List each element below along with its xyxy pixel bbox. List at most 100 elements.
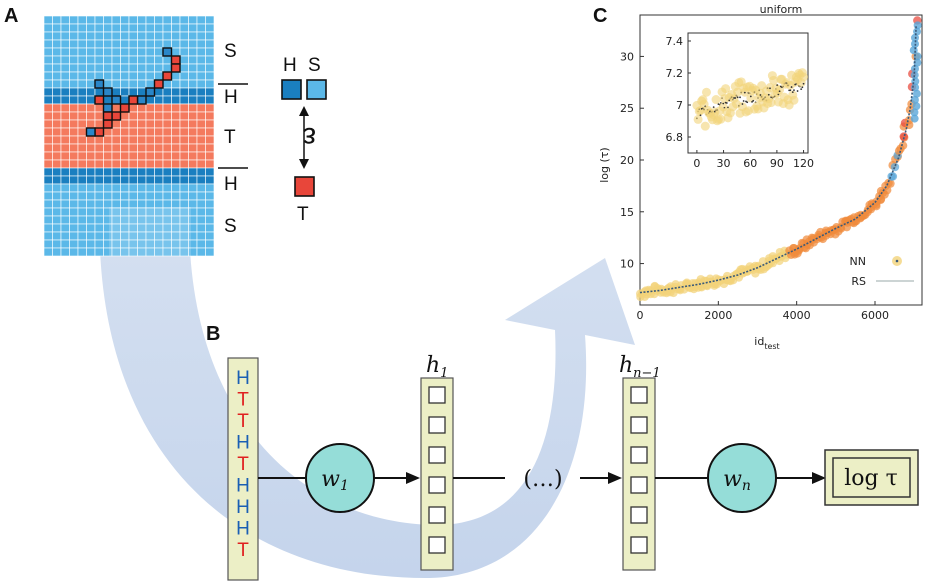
sequence-letter: T <box>237 411 249 432</box>
lattice-cell <box>94 191 104 201</box>
lattice-cell <box>179 87 189 97</box>
hidden-unit <box>428 416 446 434</box>
lattice-cell <box>111 103 121 113</box>
lattice-cell <box>205 175 215 185</box>
lattice-cell <box>179 31 189 41</box>
lattice-cell <box>179 191 189 201</box>
nn-point <box>890 162 900 172</box>
lattice-cell <box>86 103 96 113</box>
lattice-cell <box>103 135 113 145</box>
lattice-cell <box>145 135 155 145</box>
spin-lattice-grid <box>43 15 215 257</box>
lattice-cell <box>154 39 164 49</box>
lattice-cell <box>196 143 206 153</box>
lattice-cell <box>205 183 215 193</box>
lattice-cell <box>188 135 198 145</box>
lattice-cell <box>94 167 104 177</box>
lattice-cell <box>86 63 96 73</box>
lattice-cell <box>179 127 189 137</box>
lattice-cell <box>179 143 189 153</box>
lattice-cell <box>188 63 198 73</box>
lattice-cell <box>52 15 62 25</box>
path-monomer-t <box>94 127 105 137</box>
lattice-cell <box>145 31 155 41</box>
lattice-cell <box>77 247 87 257</box>
lattice-cell <box>86 151 96 161</box>
lattice-cell <box>120 55 130 65</box>
legend-s-text: S <box>308 55 321 76</box>
lattice-cell <box>60 247 70 257</box>
lattice-cell <box>69 223 79 233</box>
lattice-cell <box>196 39 206 49</box>
lattice-cell <box>137 47 147 57</box>
lattice-cell <box>111 199 121 209</box>
sequence-letter: H <box>236 497 250 518</box>
y-tick-label: 25 <box>620 102 634 115</box>
row-labels: S H T H S <box>218 41 248 237</box>
lattice-cell <box>43 231 53 241</box>
row-label-s-top: S <box>224 41 237 62</box>
lattice-cell <box>86 207 96 217</box>
inset-rs-point <box>759 94 762 96</box>
lattice-cell <box>205 191 215 201</box>
inset-rs-point <box>801 86 804 89</box>
lattice-cell <box>145 63 155 73</box>
lattice-cell <box>120 39 130 49</box>
lattice-cell <box>205 223 215 233</box>
lattice-cell <box>171 31 181 41</box>
nn-point <box>912 89 921 98</box>
lattice-cell <box>86 79 96 89</box>
sequence-letter: H <box>236 519 250 540</box>
lattice-cell <box>188 175 198 185</box>
lattice-cell <box>60 143 70 153</box>
lattice-cell <box>145 183 155 193</box>
lattice-cell <box>137 71 147 81</box>
lattice-cell <box>111 87 121 97</box>
lattice-cell <box>137 103 147 113</box>
lattice-cell <box>196 95 206 105</box>
lattice-cell <box>205 47 215 57</box>
lattice-cell <box>188 199 198 209</box>
lattice-cell <box>145 175 155 185</box>
lattice-cell <box>120 183 130 193</box>
lattice-cell <box>94 231 104 241</box>
lattice-cell <box>137 39 147 49</box>
lattice-cell <box>196 63 206 73</box>
lattice-cell <box>188 143 198 153</box>
lattice-cell <box>145 39 155 49</box>
lattice-cell <box>77 111 87 121</box>
lattice-cell <box>162 191 172 201</box>
lattice-cell <box>205 71 215 81</box>
lattice-cell <box>86 223 96 233</box>
lattice-cell <box>128 15 138 25</box>
lattice-cell <box>86 159 96 169</box>
lattice-cell <box>128 127 138 137</box>
lattice-cell <box>43 71 53 81</box>
inset-nn-point <box>701 87 711 97</box>
lattice-cell <box>137 63 147 73</box>
lattice-cell <box>120 23 130 33</box>
inset-nn-point <box>789 95 799 105</box>
lattice-cell <box>205 207 215 217</box>
lattice-cell <box>179 119 189 129</box>
lattice-cell <box>69 183 79 193</box>
lattice-cell <box>103 151 113 161</box>
nn-point <box>910 95 919 104</box>
inset-rs-point <box>741 103 744 105</box>
lattice-cell <box>103 175 113 185</box>
lattice-cell <box>171 183 181 193</box>
lattice-cell <box>60 183 70 193</box>
lattice-cell <box>196 151 206 161</box>
nn-point <box>899 132 908 141</box>
lattice-cell <box>171 127 181 137</box>
lattice-cell <box>196 223 206 233</box>
lattice-cell <box>111 151 121 161</box>
legend-epsilon-symbol: ε <box>303 121 316 154</box>
lattice-cell <box>103 23 113 33</box>
lattice-cell <box>43 95 53 105</box>
lattice-cell <box>120 111 130 121</box>
output-box: log τ <box>824 449 919 506</box>
lattice-cell <box>171 191 181 201</box>
